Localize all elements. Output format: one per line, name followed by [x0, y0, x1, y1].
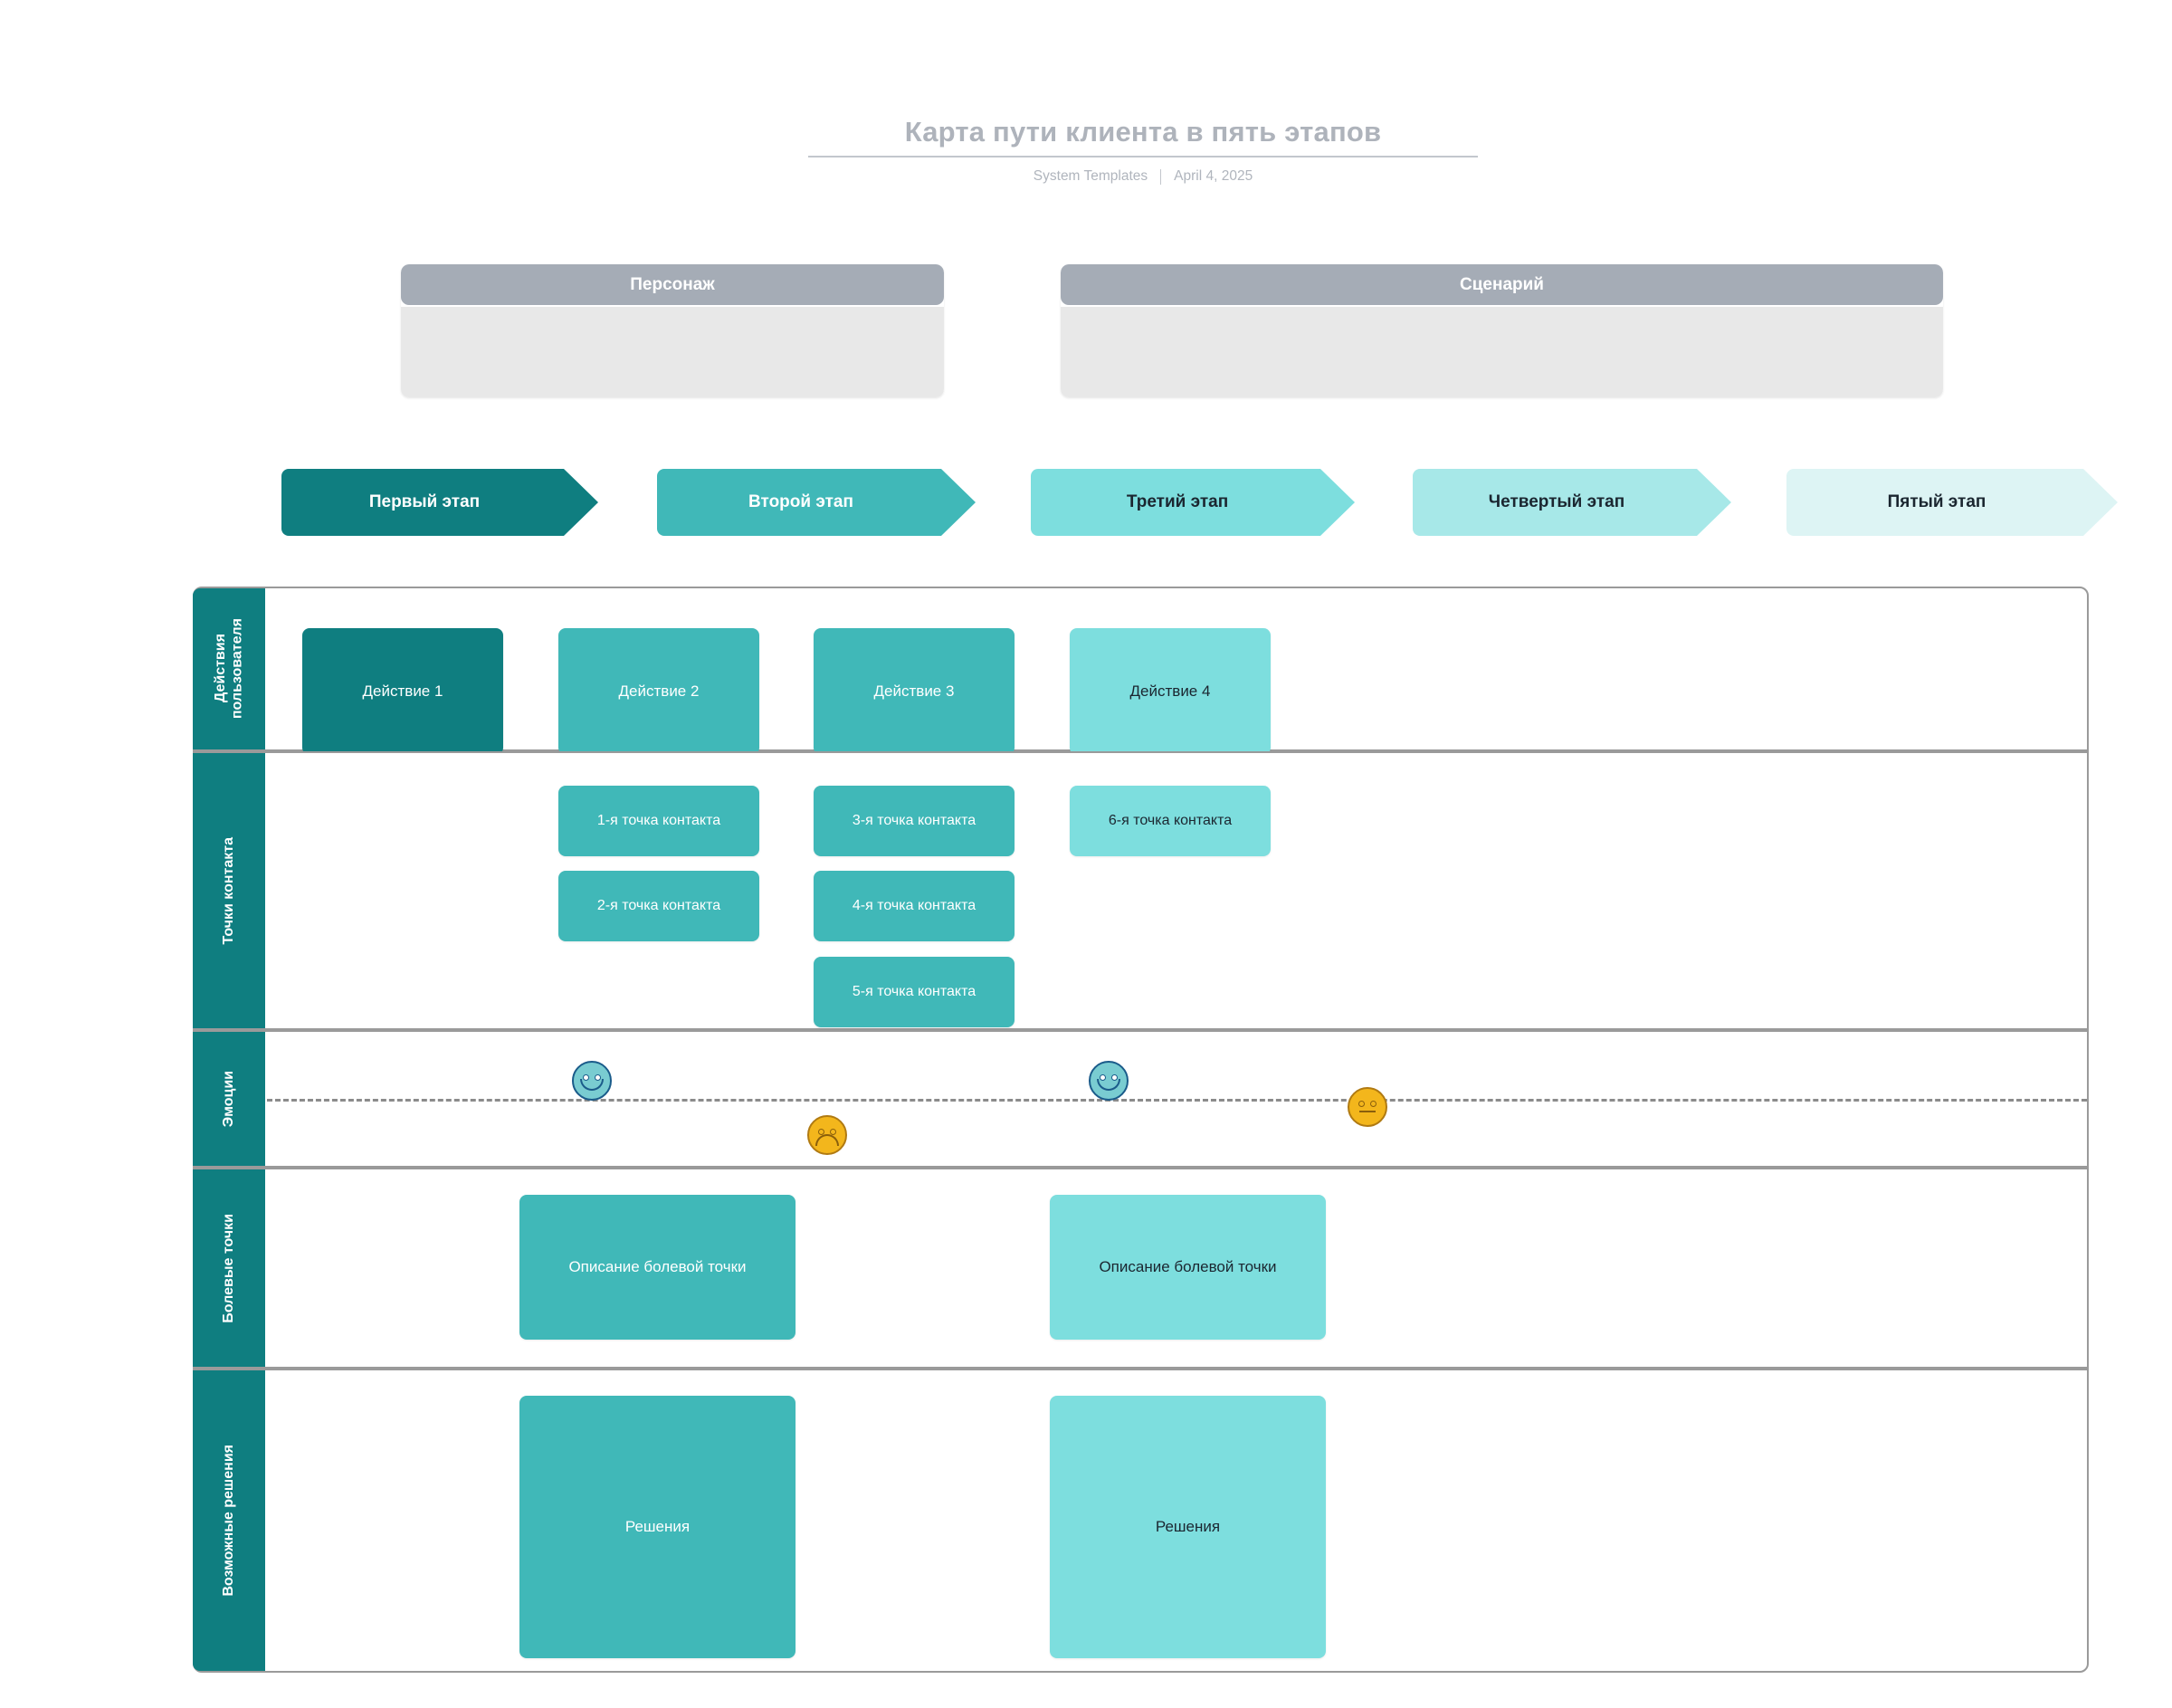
- pain-point-card-1[interactable]: Описание болевой точки: [519, 1195, 795, 1340]
- meta-separator: [1160, 168, 1162, 185]
- document-meta: System Templates April 4, 2025: [808, 168, 1478, 185]
- mouth-smile: [580, 1079, 604, 1091]
- date-label: April 4, 2025: [1174, 168, 1253, 185]
- scenario-box-title: Сценарий: [1061, 264, 1943, 305]
- mouth-flat: [1359, 1111, 1376, 1112]
- document-header: Карта пути клиента в пять этапов System …: [808, 115, 1478, 185]
- mouth-smile: [1097, 1079, 1120, 1091]
- neutral-face-icon[interactable]: [1348, 1087, 1387, 1127]
- touchpoint-card-3[interactable]: 3-я точка контакта: [814, 786, 1015, 856]
- row-label-user-actions: Действия пользователя: [193, 588, 265, 749]
- journey-map-grid: Действия пользователя Действие 1 Действи…: [193, 587, 2089, 1673]
- stage-chevron-4[interactable]: Четвертый этап: [1413, 469, 1731, 536]
- row-label-pain-points: Болевые точки: [193, 1169, 265, 1367]
- row-label-emotions-text: Эмоции: [220, 1070, 236, 1128]
- eye-right: [830, 1129, 836, 1135]
- row-label-touchpoints: Точки контакта: [193, 753, 265, 1028]
- author-label: System Templates: [1033, 168, 1148, 185]
- row-label-solutions: Возможные решения: [193, 1370, 265, 1671]
- pain-point-card-2[interactable]: Описание болевой точки: [1050, 1195, 1326, 1340]
- stage-chevron-5[interactable]: Пятый этап: [1786, 469, 2118, 536]
- row-label-solutions-text: Возможные решения: [220, 1445, 236, 1597]
- stage-chevron-2[interactable]: Второй этап: [657, 469, 976, 536]
- persona-box-title: Персонаж: [401, 264, 944, 305]
- action-card-2[interactable]: Действие 2: [558, 628, 759, 755]
- touchpoint-card-1[interactable]: 1-я точка контакта: [558, 786, 759, 856]
- touchpoint-card-4[interactable]: 4-я точка контакта: [814, 871, 1015, 941]
- mouth-frown: [815, 1134, 839, 1146]
- eye-left: [1358, 1101, 1365, 1107]
- stage-chevron-1[interactable]: Первый этап: [281, 469, 598, 536]
- row-label-user-actions-text: Действия пользователя: [212, 618, 244, 720]
- page-title: Карта пути клиента в пять этапов: [808, 115, 1478, 158]
- happy-face-icon[interactable]: [1089, 1061, 1129, 1101]
- eye-right: [1370, 1101, 1377, 1107]
- solution-card-2[interactable]: Решения: [1050, 1396, 1326, 1658]
- row-label-touchpoints-text: Точки контакта: [220, 836, 236, 945]
- action-card-4[interactable]: Действие 4: [1070, 628, 1271, 755]
- stage-chevron-3[interactable]: Третий этап: [1031, 469, 1355, 536]
- scenario-box-body[interactable]: [1061, 307, 1943, 397]
- persona-box[interactable]: Персонаж: [401, 264, 944, 397]
- action-card-1[interactable]: Действие 1: [302, 628, 503, 755]
- touchpoint-card-5[interactable]: 5-я точка контакта: [814, 957, 1015, 1027]
- touchpoint-card-6[interactable]: 6-я точка контакта: [1070, 786, 1271, 856]
- sad-face-icon[interactable]: [807, 1115, 847, 1155]
- row-label-emotions: Эмоции: [193, 1032, 265, 1166]
- action-card-3[interactable]: Действие 3: [814, 628, 1015, 755]
- row-label-pain-points-text: Болевые точки: [220, 1213, 236, 1323]
- emotion-baseline: [267, 1099, 2087, 1102]
- solution-card-1[interactable]: Решения: [519, 1396, 795, 1658]
- happy-face-icon[interactable]: [572, 1061, 612, 1101]
- persona-box-body[interactable]: [401, 307, 944, 397]
- touchpoint-card-2[interactable]: 2-я точка контакта: [558, 871, 759, 941]
- scenario-box[interactable]: Сценарий: [1061, 264, 1943, 397]
